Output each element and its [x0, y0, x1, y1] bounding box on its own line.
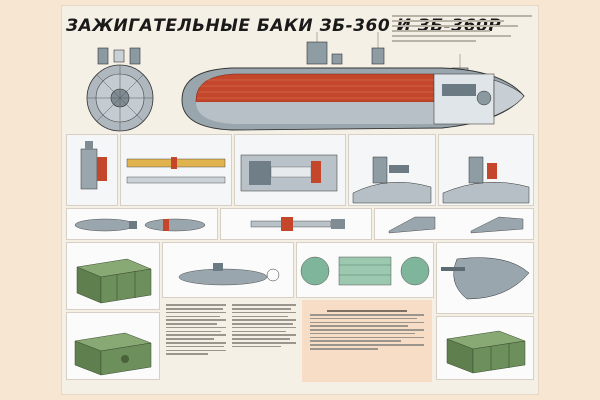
detail-panel-attachment-2 [438, 134, 534, 206]
text-column-left [166, 302, 226, 357]
detail-panel-tube [120, 134, 232, 206]
panel-suspension-diagram [162, 242, 294, 298]
panel-packing-layout [296, 242, 434, 298]
panel-tank-detail [436, 242, 534, 314]
text-column-middle [232, 302, 296, 350]
panel-fuse-assembly [220, 208, 372, 240]
tank-front-view [86, 47, 154, 132]
panel-bracket [374, 208, 534, 240]
poster-title: ЗАЖИГАТЕЛЬНЫЕ БАКИ ЗБ-360 И ЗБ-360Р [66, 16, 502, 36]
panel-crate-right [436, 316, 534, 380]
poster-sheet: ЗАЖИГАТЕЛЬНЫЕ БАКИ ЗБ-360 И ЗБ-360Р [62, 6, 538, 394]
panel-crate-closed [66, 242, 160, 310]
panel-small-bombs [66, 208, 218, 240]
instructions-panel [302, 300, 432, 382]
detail-panel-fuse-left [66, 134, 118, 206]
tank-side-cutaway [181, 32, 525, 131]
panel-crate-open [66, 312, 160, 380]
detail-panel-fuse-section [234, 134, 346, 206]
detail-panel-attachment-1 [348, 134, 436, 206]
top-legend [392, 12, 532, 68]
